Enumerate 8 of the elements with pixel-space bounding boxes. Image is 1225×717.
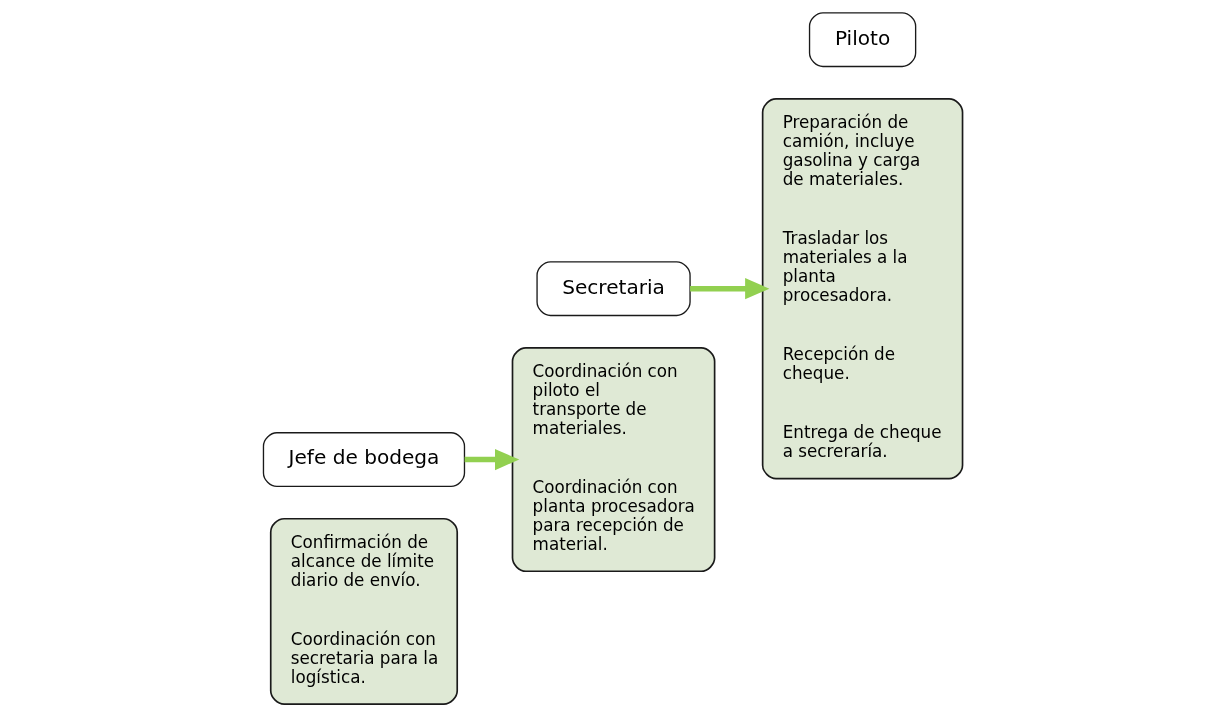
node-box: Jefe de bodega: [262, 432, 465, 488]
node-box: Coordinación con piloto el transporte de materiales. Coordinación con planta procesadora para recepción de material.: [511, 347, 715, 573]
node-box: Confirmación de alcance de límite diario de envío. Coordinación con secretaria para la logística.: [269, 517, 458, 705]
arrow: [689, 278, 769, 300]
node-box: Preparación de camión, incluye gasolina y carga de materiales. Trasladar los materiales a la planta procesadora. Recepción de cheque. Entrega de cheque a secreraría.: [761, 98, 963, 480]
arrow: [464, 448, 519, 471]
node-box: Secretaria: [535, 261, 691, 317]
node-box: Piloto: [808, 12, 916, 68]
